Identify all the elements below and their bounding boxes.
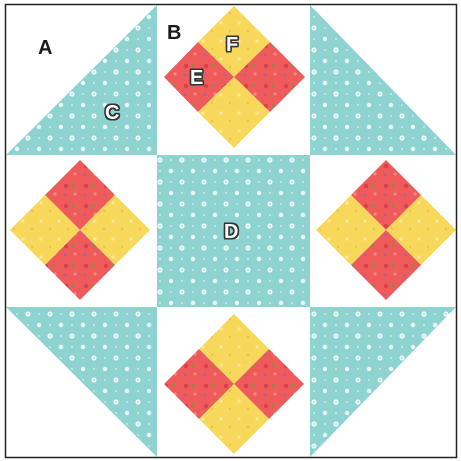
- label-c: C: [105, 103, 119, 123]
- label-a: A: [38, 38, 52, 58]
- label-e: E: [190, 68, 203, 88]
- label-f: F: [226, 35, 238, 55]
- label-d: D: [224, 222, 238, 242]
- label-b: B: [167, 23, 181, 43]
